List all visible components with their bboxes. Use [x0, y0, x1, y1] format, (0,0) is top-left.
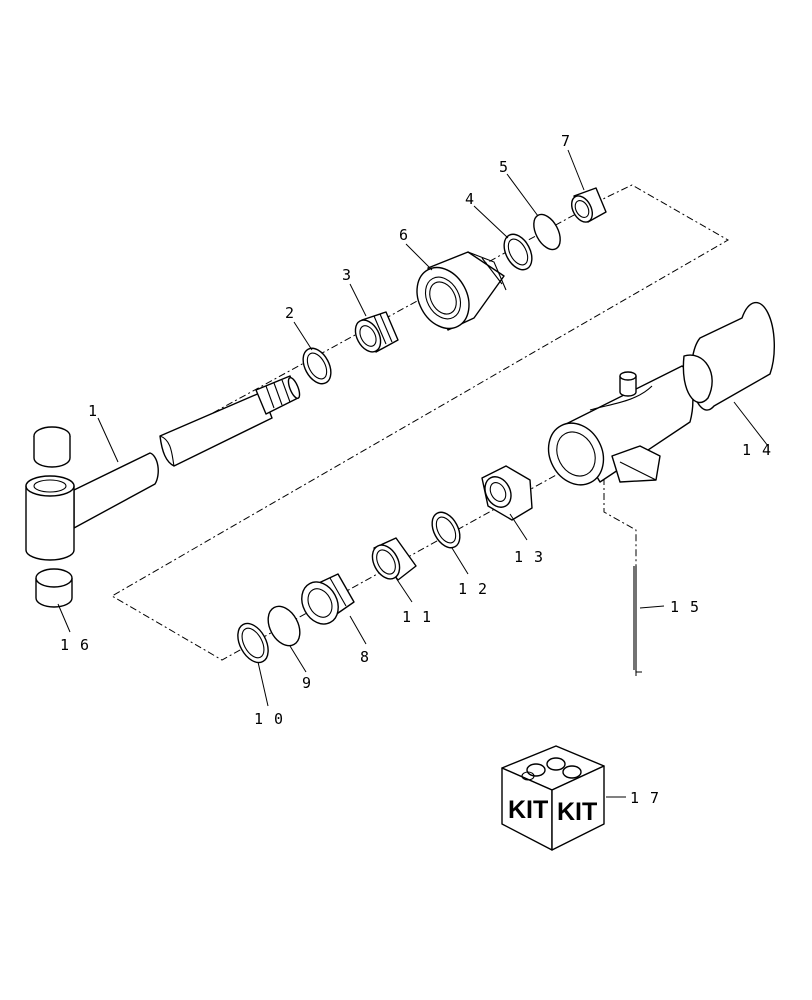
part-4-ring[interactable] — [498, 230, 537, 275]
callout-17: 1 7 — [630, 789, 660, 807]
part-8-piston[interactable] — [295, 573, 355, 630]
part-13-hex-nut[interactable] — [480, 465, 533, 521]
callout-14: 1 4 — [742, 441, 772, 459]
part-16-bushings[interactable] — [33, 426, 73, 608]
part-5-disc[interactable] — [528, 210, 565, 254]
assembly-axis-lines — [111, 184, 730, 676]
part-11-split-bushing[interactable] — [367, 537, 417, 584]
callout-leaders — [57, 149, 769, 798]
part-7-split-ring[interactable] — [567, 187, 607, 226]
callout-12: 1 2 — [458, 580, 488, 598]
callout-labels: 1 2 3 4 5 6 7 8 9 1 0 1 1 1 2 1 3 1 4 1 … — [60, 132, 772, 807]
callout-2: 2 — [285, 304, 295, 322]
part-2-ring[interactable] — [297, 344, 336, 389]
callout-6: 6 — [399, 226, 409, 244]
part-17-kit-box[interactable]: KIT KIT — [501, 745, 605, 851]
part-6-gland[interactable] — [407, 251, 507, 338]
callout-8: 8 — [360, 648, 370, 666]
callout-15: 1 5 — [670, 598, 700, 616]
callout-4: 4 — [465, 190, 475, 208]
callout-7: 7 — [561, 132, 571, 150]
callout-16: 1 6 — [60, 636, 90, 654]
callout-9: 9 — [302, 674, 312, 692]
callout-13: 1 3 — [514, 548, 544, 566]
part-10-ring[interactable] — [232, 618, 275, 667]
part-3-grooved-bushing[interactable] — [350, 311, 399, 356]
part-9-disc[interactable] — [262, 601, 306, 651]
callout-10: 1 0 — [254, 710, 284, 728]
part-15-hose[interactable] — [633, 566, 642, 673]
kit-label-left: KIT — [508, 796, 548, 824]
part-12-ring[interactable] — [426, 508, 465, 553]
callout-3: 3 — [342, 266, 352, 284]
callout-1: 1 — [88, 402, 98, 420]
part-1-piston-rod[interactable] — [25, 375, 302, 561]
callout-5: 5 — [499, 158, 509, 176]
kit-label-right: KIT — [557, 798, 597, 826]
callout-11: 1 1 — [402, 608, 432, 626]
part-14-cylinder-barrel[interactable] — [538, 301, 775, 495]
